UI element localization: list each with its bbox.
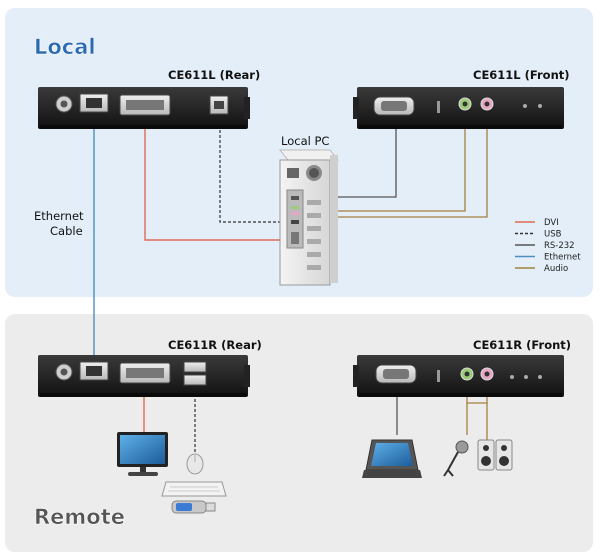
ce611l-front-device (353, 87, 564, 129)
monitor-icon (117, 432, 168, 476)
local-section-title: Local (34, 35, 96, 59)
speakers-icon (477, 439, 513, 471)
legend-label: DVI (544, 218, 559, 228)
legend-label: RS-232 (544, 241, 575, 251)
legend-item-ethernet: Ethernet (515, 253, 581, 263)
legend-item-rs-232: RS-232 (515, 241, 575, 251)
ce611l-rear-label: CE611L (Rear) (168, 68, 260, 82)
ce611l-front-label: CE611L (Front) (473, 68, 570, 82)
ce611r-rear-label: CE611R (Rear) (168, 338, 262, 352)
audio-cable-local-1 (298, 110, 466, 212)
audio-cable-local-2 (298, 110, 488, 218)
ethernet-cable-label-2: Cable (50, 224, 83, 238)
legend-item-dvi: DVI (515, 218, 559, 228)
dvi-cable-local (144, 115, 285, 241)
remote-section-title: Remote (34, 505, 125, 529)
usb-drive-icon (171, 500, 216, 514)
ethernet-cable-label: Ethernet (34, 209, 84, 223)
local-pc-label: Local PC (281, 134, 329, 148)
keyboard-icon (161, 481, 227, 497)
usb-cable-local (219, 115, 285, 223)
legend-item-usb: USB (515, 230, 562, 240)
ce611r-front-label: CE611R (Front) (473, 338, 571, 352)
legend-item-audio: Audio (515, 264, 568, 274)
touch-panel-icon (362, 439, 422, 478)
microphone-icon (443, 440, 469, 477)
mouse-icon (186, 453, 204, 475)
ce611r-front-device (353, 355, 564, 397)
ce611r-rear-device (38, 355, 250, 397)
legend-label: USB (544, 230, 562, 240)
ce611l-rear-device (38, 87, 250, 129)
pc-tower-icon (278, 149, 340, 286)
legend-label: Ethernet (544, 253, 581, 263)
legend-label: Audio (544, 264, 568, 274)
